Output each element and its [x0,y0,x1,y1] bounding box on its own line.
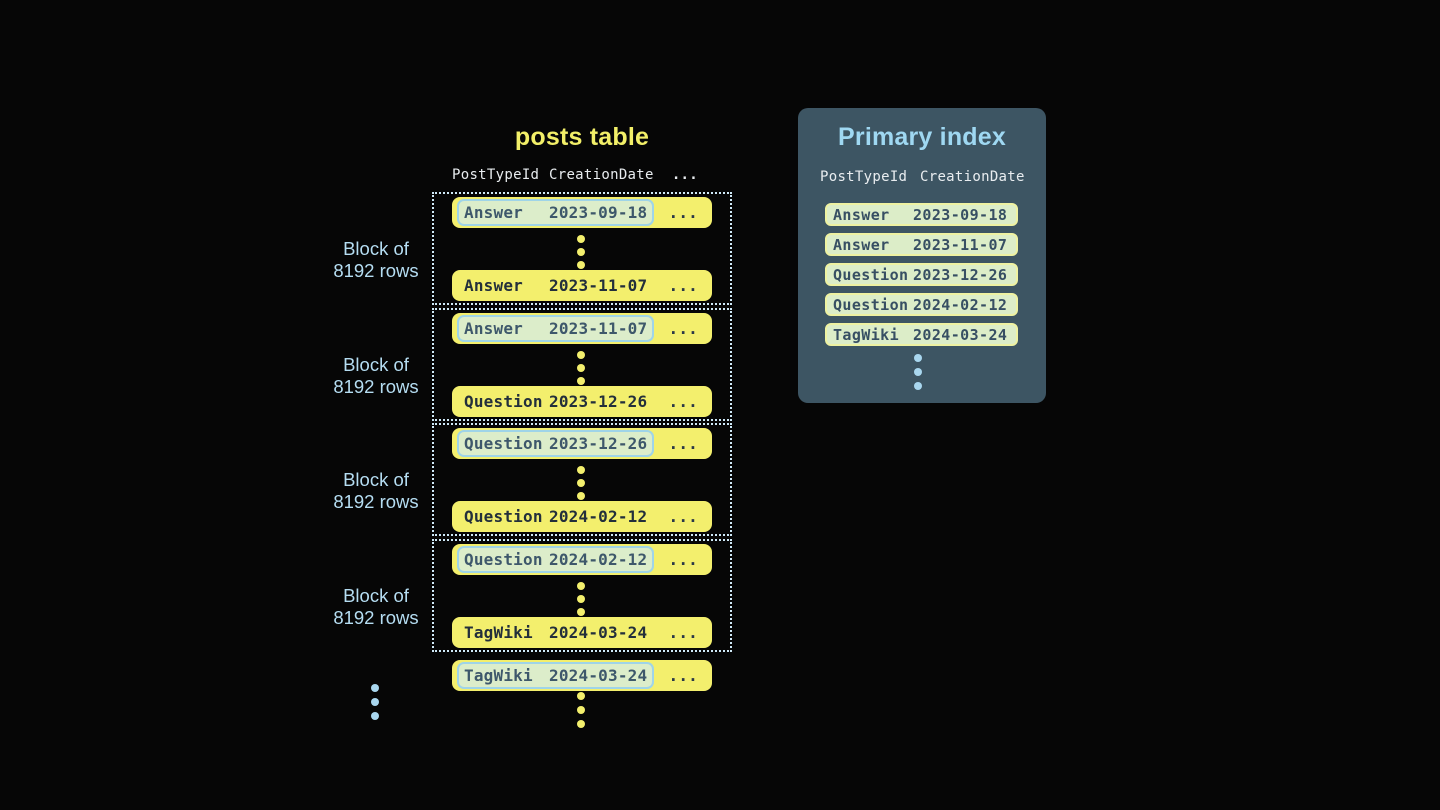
post-type-cell: Answer [464,276,523,295]
vertical-ellipsis-dots [577,466,585,500]
table-row-highlighted: Answer 2023-11-07 ... [452,313,712,344]
creation-date-cell: 2023-09-18 [549,203,648,222]
indexed-columns-highlight: Answer 2023-11-07 [457,315,655,342]
post-type-cell: Question [464,507,543,526]
post-type-cell: Question [833,295,909,314]
row-ellipsis: ... [668,550,698,569]
post-type-cell: Question [464,550,543,569]
block-label-line2: 8192 rows [333,375,419,397]
indexed-columns: TagWiki 2024-03-24 [457,619,654,646]
vertical-ellipsis-dots [577,235,585,269]
vertical-ellipsis-dots [914,354,922,390]
row-ellipsis: ... [668,434,698,453]
row-ellipsis: ... [668,623,698,642]
table-row-highlighted: Question 2024-02-12 ... [452,544,712,575]
block-label-line2: 8192 rows [333,606,419,628]
indexed-columns: Answer 2023-11-07 [457,272,654,299]
table-row: TagWiki 2024-03-24 ... [452,617,712,648]
row-ellipsis: ... [668,507,698,526]
block-label-line1: Block of [343,238,409,259]
table-row: Question 2023-12-26 ... [452,386,712,417]
block-label: Block of 8192 rows [316,585,436,628]
indexed-columns-highlight: TagWiki 2024-03-24 [457,662,655,689]
creation-date-cell: 2024-02-12 [549,507,648,526]
post-type-cell: Answer [464,319,523,338]
creation-date-cell: 2024-03-24 [913,325,1008,344]
index-entry: TagWiki 2024-03-24 [825,323,1018,346]
primary-index-column-headers: PostTypeId CreationDate [820,168,1036,186]
primary-index-title: Primary index [838,123,1006,151]
block-label-line1: Block of [343,469,409,490]
post-type-cell: Question [833,265,909,284]
block-label-line1: Block of [343,354,409,375]
post-type-cell: Answer [464,203,523,222]
post-type-cell: Question [464,392,543,411]
row-ellipsis: ... [668,392,698,411]
table-row-highlighted: Question 2023-12-26 ... [452,428,712,459]
creation-date-cell: 2024-02-12 [549,550,648,569]
column-header-creationdate: CreationDate [549,167,654,183]
block-label-line2: 8192 rows [333,259,419,281]
block-label-line2: 8192 rows [333,490,419,512]
creation-date-cell: 2023-12-26 [549,434,648,453]
creation-date-cell: 2023-09-18 [913,205,1008,224]
primary-index-panel: Primary index PostTypeId CreationDate An… [798,108,1046,403]
post-type-cell: Question [464,434,543,453]
creation-date-cell: 2024-02-12 [913,295,1008,314]
column-header-posttypeid: PostTypeId [820,169,908,185]
column-header-creationdate: CreationDate [920,169,1025,185]
post-type-cell: TagWiki [464,623,533,642]
posts-table-title: posts table [514,123,650,151]
creation-date-cell: 2024-03-24 [549,623,648,642]
index-entry: Answer 2023-11-07 [825,233,1018,256]
indexed-columns-highlight: Question 2023-12-26 [457,430,655,457]
creation-date-cell: 2024-03-24 [549,666,648,685]
creation-date-cell: 2023-12-26 [913,265,1008,284]
post-type-cell: Answer [833,205,890,224]
indexed-columns: Question 2023-12-26 [457,388,654,415]
table-row-highlighted: Answer 2023-09-18 ... [452,197,712,228]
row-ellipsis: ... [668,203,698,222]
post-type-cell: TagWiki [464,666,533,685]
creation-date-cell: 2023-11-07 [549,319,648,338]
post-type-cell: Answer [833,235,890,254]
creation-date-cell: 2023-12-26 [549,392,648,411]
indexed-columns-highlight: Answer 2023-09-18 [457,199,655,226]
block-label: Block of 8192 rows [316,354,436,397]
column-header-ellipsis: ... [671,167,698,183]
table-row-highlighted: TagWiki 2024-03-24 ... [452,660,712,691]
block-label: Block of 8192 rows [316,238,436,281]
indexed-columns: Question 2024-02-12 [457,503,654,530]
vertical-ellipsis-dots [577,692,585,728]
vertical-ellipsis-dots [577,351,585,385]
column-header-posttypeid: PostTypeId [452,167,540,183]
vertical-ellipsis-dots [371,684,379,720]
creation-date-cell: 2023-11-07 [549,276,648,295]
row-block: Answer 2023-11-07 ... Question 2023-12-26 … [432,308,732,421]
indexed-columns-highlight: Question 2024-02-12 [457,546,655,573]
table-row: Question 2024-02-12 ... [452,501,712,532]
post-type-cell: TagWiki [833,325,900,344]
vertical-ellipsis-dots [577,582,585,616]
index-entry: Answer 2023-09-18 [825,203,1018,226]
row-block: Question 2023-12-26 ... Question 2024-02-1… [432,423,732,536]
block-label: Block of 8192 rows [316,469,436,512]
row-block: Answer 2023-09-18 ... Answer 2023-11-07 ..… [432,192,732,305]
row-block: Question 2024-02-12 ... TagWiki 2024-03-24… [432,539,732,652]
posts-table-column-headers: PostTypeId CreationDate ... [452,166,712,184]
row-ellipsis: ... [668,666,698,685]
row-ellipsis: ... [668,276,698,295]
row-ellipsis: ... [668,319,698,338]
table-row: Answer 2023-11-07 ... [452,270,712,301]
block-label-line1: Block of [343,585,409,606]
creation-date-cell: 2023-11-07 [913,235,1008,254]
